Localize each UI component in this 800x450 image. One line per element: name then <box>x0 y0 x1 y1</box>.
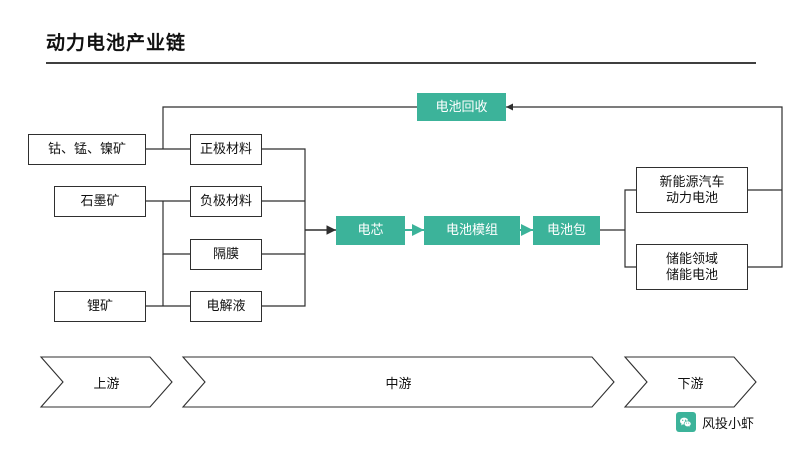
node-upstream-1[interactable]: 石墨矿 <box>54 186 146 217</box>
node-label: 石墨矿 <box>80 193 120 209</box>
node-label: 锂矿 <box>86 298 113 314</box>
band-downstream: 下游 <box>625 357 756 407</box>
node-downstream-0[interactable]: 新能源汽车 动力电池 <box>636 167 748 213</box>
node-battery-recycling[interactable]: 电池回收 <box>417 93 506 121</box>
title-divider <box>46 62 756 64</box>
node-material-3[interactable]: 电解液 <box>190 291 262 322</box>
node-midstream-1[interactable]: 电池模组 <box>424 216 520 245</box>
node-label: 负极材料 <box>199 193 252 209</box>
band-upstream: 上游 <box>41 357 172 407</box>
band-midstream: 中游 <box>183 357 614 407</box>
node-label-line2: 储能电池 <box>665 267 718 282</box>
node-label-line1: 新能源汽车 <box>659 173 725 189</box>
band-label: 下游 <box>677 375 704 391</box>
wechat-icon <box>675 412 696 432</box>
node-label: 电池模组 <box>445 222 498 238</box>
node-label: 电芯 <box>357 222 384 238</box>
node-label: 电解液 <box>206 298 246 314</box>
node-label: 电池包 <box>546 222 586 238</box>
band-label: 中游 <box>385 375 412 391</box>
node-upstream-0[interactable]: 钴、锰、镍矿 <box>28 134 146 165</box>
node-downstream-1[interactable]: 储能领域 储能电池 <box>636 244 748 290</box>
brand-name: 风投小虾 <box>701 415 754 431</box>
node-label-line1: 储能领域 <box>665 250 718 266</box>
brand-watermark: 风投小虾 <box>675 412 754 432</box>
page-title: 动力电池产业链 <box>46 33 187 54</box>
node-label: 正极材料 <box>199 141 252 157</box>
node-material-1[interactable]: 负极材料 <box>190 186 262 217</box>
node-label: 钴、锰、镍矿 <box>47 141 126 157</box>
node-label-line2: 动力电池 <box>665 190 718 205</box>
band-label: 上游 <box>93 375 120 391</box>
node-midstream-2[interactable]: 电池包 <box>533 216 600 245</box>
node-material-0[interactable]: 正极材料 <box>190 134 262 165</box>
node-material-2[interactable]: 隔膜 <box>190 239 262 270</box>
node-label: 隔膜 <box>212 246 239 262</box>
node-midstream-0[interactable]: 电芯 <box>336 216 405 245</box>
node-upstream-2[interactable]: 锂矿 <box>54 291 146 322</box>
node-label: 电池回收 <box>435 98 488 114</box>
